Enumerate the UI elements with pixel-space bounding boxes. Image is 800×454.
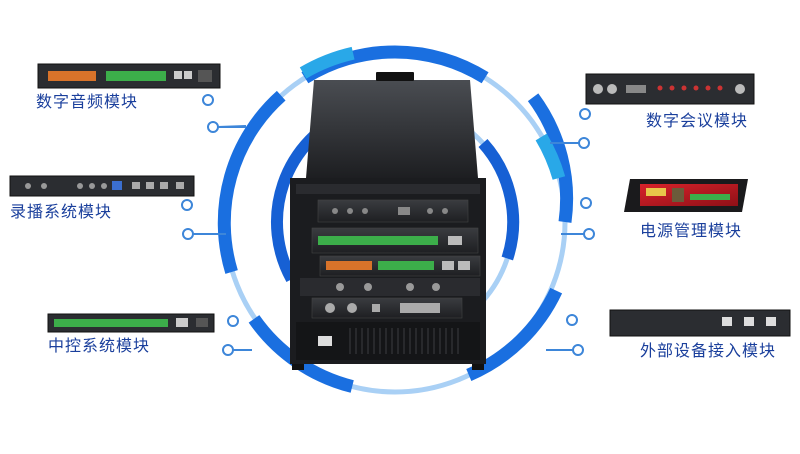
rack-lid-handle [376, 72, 414, 81]
connectors [181, 94, 595, 356]
connector-dot [583, 228, 595, 240]
connector-dot [580, 197, 592, 209]
device-recording [9, 175, 195, 197]
device-external-access [609, 309, 791, 337]
connector-dot [222, 344, 234, 356]
outer-arc-top-accent [299, 46, 355, 79]
rack-power-switch [318, 336, 332, 346]
label-central-control: 中控系统模块 [48, 336, 151, 355]
connector-dot [579, 108, 591, 120]
connector-dot [202, 94, 214, 106]
device-central-control [47, 313, 215, 333]
rack-cabinet [290, 72, 486, 370]
rack-slot-1 [317, 199, 469, 223]
outer-arc-left [217, 90, 286, 274]
connector-dot [572, 344, 584, 356]
connector-dot [181, 199, 193, 211]
label-digital-conference: 数字会议模块 [646, 111, 749, 130]
outer-arc-right [527, 93, 574, 223]
label-recording-system: 录播系统模块 [10, 202, 113, 221]
device-digital-audio [37, 63, 221, 89]
connector-dot [227, 315, 239, 327]
label-digital-audio: 数字音频模块 [36, 92, 139, 111]
outer-arc-right-accent [535, 133, 566, 180]
connector-dot [578, 137, 590, 149]
inner-arc-right [478, 138, 520, 261]
rack-lid [306, 80, 478, 178]
connector-dot [182, 228, 194, 240]
outer-ring [217, 45, 574, 395]
label-external-access: 外部设备接入模块 [640, 341, 777, 360]
label-power-management: 电源管理模块 [640, 221, 743, 240]
device-power-management [624, 179, 748, 212]
device-digital-conference [585, 73, 755, 105]
connector-dot [207, 121, 219, 133]
connector-dot [566, 314, 578, 326]
device-body [609, 309, 791, 337]
rack-slot-4 [300, 278, 480, 296]
